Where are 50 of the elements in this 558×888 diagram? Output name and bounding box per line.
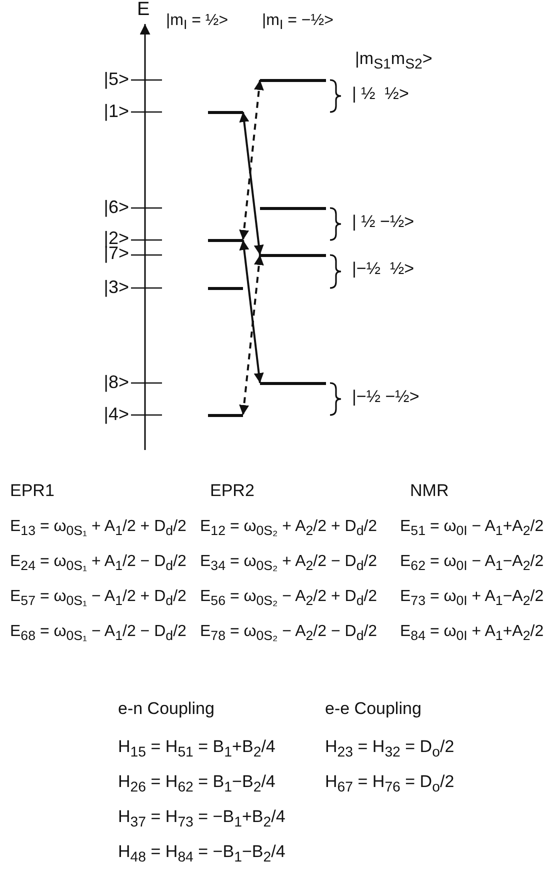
transition-arrow <box>239 240 264 384</box>
equation: H$_{26}$ = H$_{62}$ = B$_{1}$−B$_{2}$/4 <box>118 773 276 796</box>
axis-label: E <box>137 0 150 21</box>
energy-level-line <box>208 110 243 114</box>
level-label: |1> <box>104 102 129 122</box>
equation: E$_{13}$ = ω$_{0S₁}$ + A$_{1}$/2 + D$_{d}$/2 <box>10 518 186 539</box>
equation: H$_{23}$ = H$_{32}$ = D$_{o}$/2 <box>325 738 454 761</box>
state-label: |−½ −½> <box>352 388 420 407</box>
state-label: | ½ ½> <box>352 85 409 104</box>
level-label: |3> <box>104 278 129 298</box>
state-label: |−½ ½> <box>352 260 414 279</box>
level-label: |6> <box>104 198 129 218</box>
section-heading: EPR2 <box>210 482 254 501</box>
state-header: |m$_{I}$ = ½> <box>166 12 228 33</box>
transition-arrow <box>239 112 264 256</box>
section-heading: EPR1 <box>10 482 54 501</box>
equation: E$_{34}$ = ω$_{0S₂}$ + A$_{2}$/2 − D$_{d}$/2 <box>200 553 378 574</box>
level-label: |5> <box>104 70 129 90</box>
level-label: |4> <box>104 405 129 425</box>
equation: E$_{62}$ = ω$_{0I}$ − A$_{1}$−A$_{2}$/2 <box>400 553 544 574</box>
level-label: |8> <box>104 373 129 393</box>
level-label: |2> <box>104 229 129 248</box>
equation: E$_{68}$ = ω$_{0S₁}$ − A$_{1}$/2 − D$_{d}$/2 <box>10 623 186 644</box>
section-heading: e-e Coupling <box>325 700 422 719</box>
equation: H$_{15}$ = H$_{51}$ = B$_{1}$+B$_{2}$/4 <box>118 738 276 761</box>
state-header: |m$_{I}$ = −½> <box>262 12 334 33</box>
equation: E$_{84}$ = ω$_{0I}$ + A$_{1}$+A$_{2}$/2 <box>400 623 544 644</box>
equation: H$_{37}$ = H$_{73}$ = −B$_{1}$+B$_{2}$/4 <box>118 808 286 831</box>
equation: E$_{24}$ = ω$_{0S₁}$ + A$_{1}$/2 − D$_{d}$/2 <box>10 553 186 574</box>
state-label: | ½ −½> <box>352 213 414 232</box>
equation: E$_{78}$ = ω$_{0S₂}$ − A$_{2}$/2 − D$_{d}$/2 <box>200 623 378 644</box>
energy-level-line <box>260 254 326 256</box>
equation: H$_{67}$ = H$_{76}$ = D$_{o}$/2 <box>325 773 454 796</box>
equation: E$_{12}$ = ω$_{0S₂}$ + A$_{2}$/2 + D$_{d}$/2 <box>200 518 378 539</box>
energy-level-line <box>260 206 326 210</box>
transition-arrow <box>239 80 264 240</box>
state-header: |m$_{S1}$m$_{S2}$> <box>355 50 432 73</box>
equation: E$_{56}$ = ω$_{0S₂}$ − A$_{2}$/2 + D$_{d}$/2 <box>200 588 378 609</box>
section-heading: NMR <box>410 482 449 501</box>
section-heading: e-n Coupling <box>118 700 214 719</box>
energy-level-line <box>260 382 326 384</box>
equation: H$_{48}$ = H$_{84}$ = −B$_{1}$−B$_{2}$/4 <box>118 843 286 866</box>
energy-level-line <box>208 238 243 242</box>
energy-level-line <box>208 414 243 416</box>
equation: E$_{51}$ = ω$_{0I}$ − A$_{1}$+A$_{2}$/2 <box>400 518 544 539</box>
equation: E$_{73}$ = ω$_{0I}$ + A$_{1}$−A$_{2}$/2 <box>400 588 544 609</box>
transition-arrow <box>239 254 264 416</box>
energy-level-line <box>260 78 326 82</box>
equation: E$_{57}$ = ω$_{0S₁}$ − A$_{1}$/2 + D$_{d}$/2 <box>10 588 186 609</box>
energy-level-line <box>208 286 243 290</box>
